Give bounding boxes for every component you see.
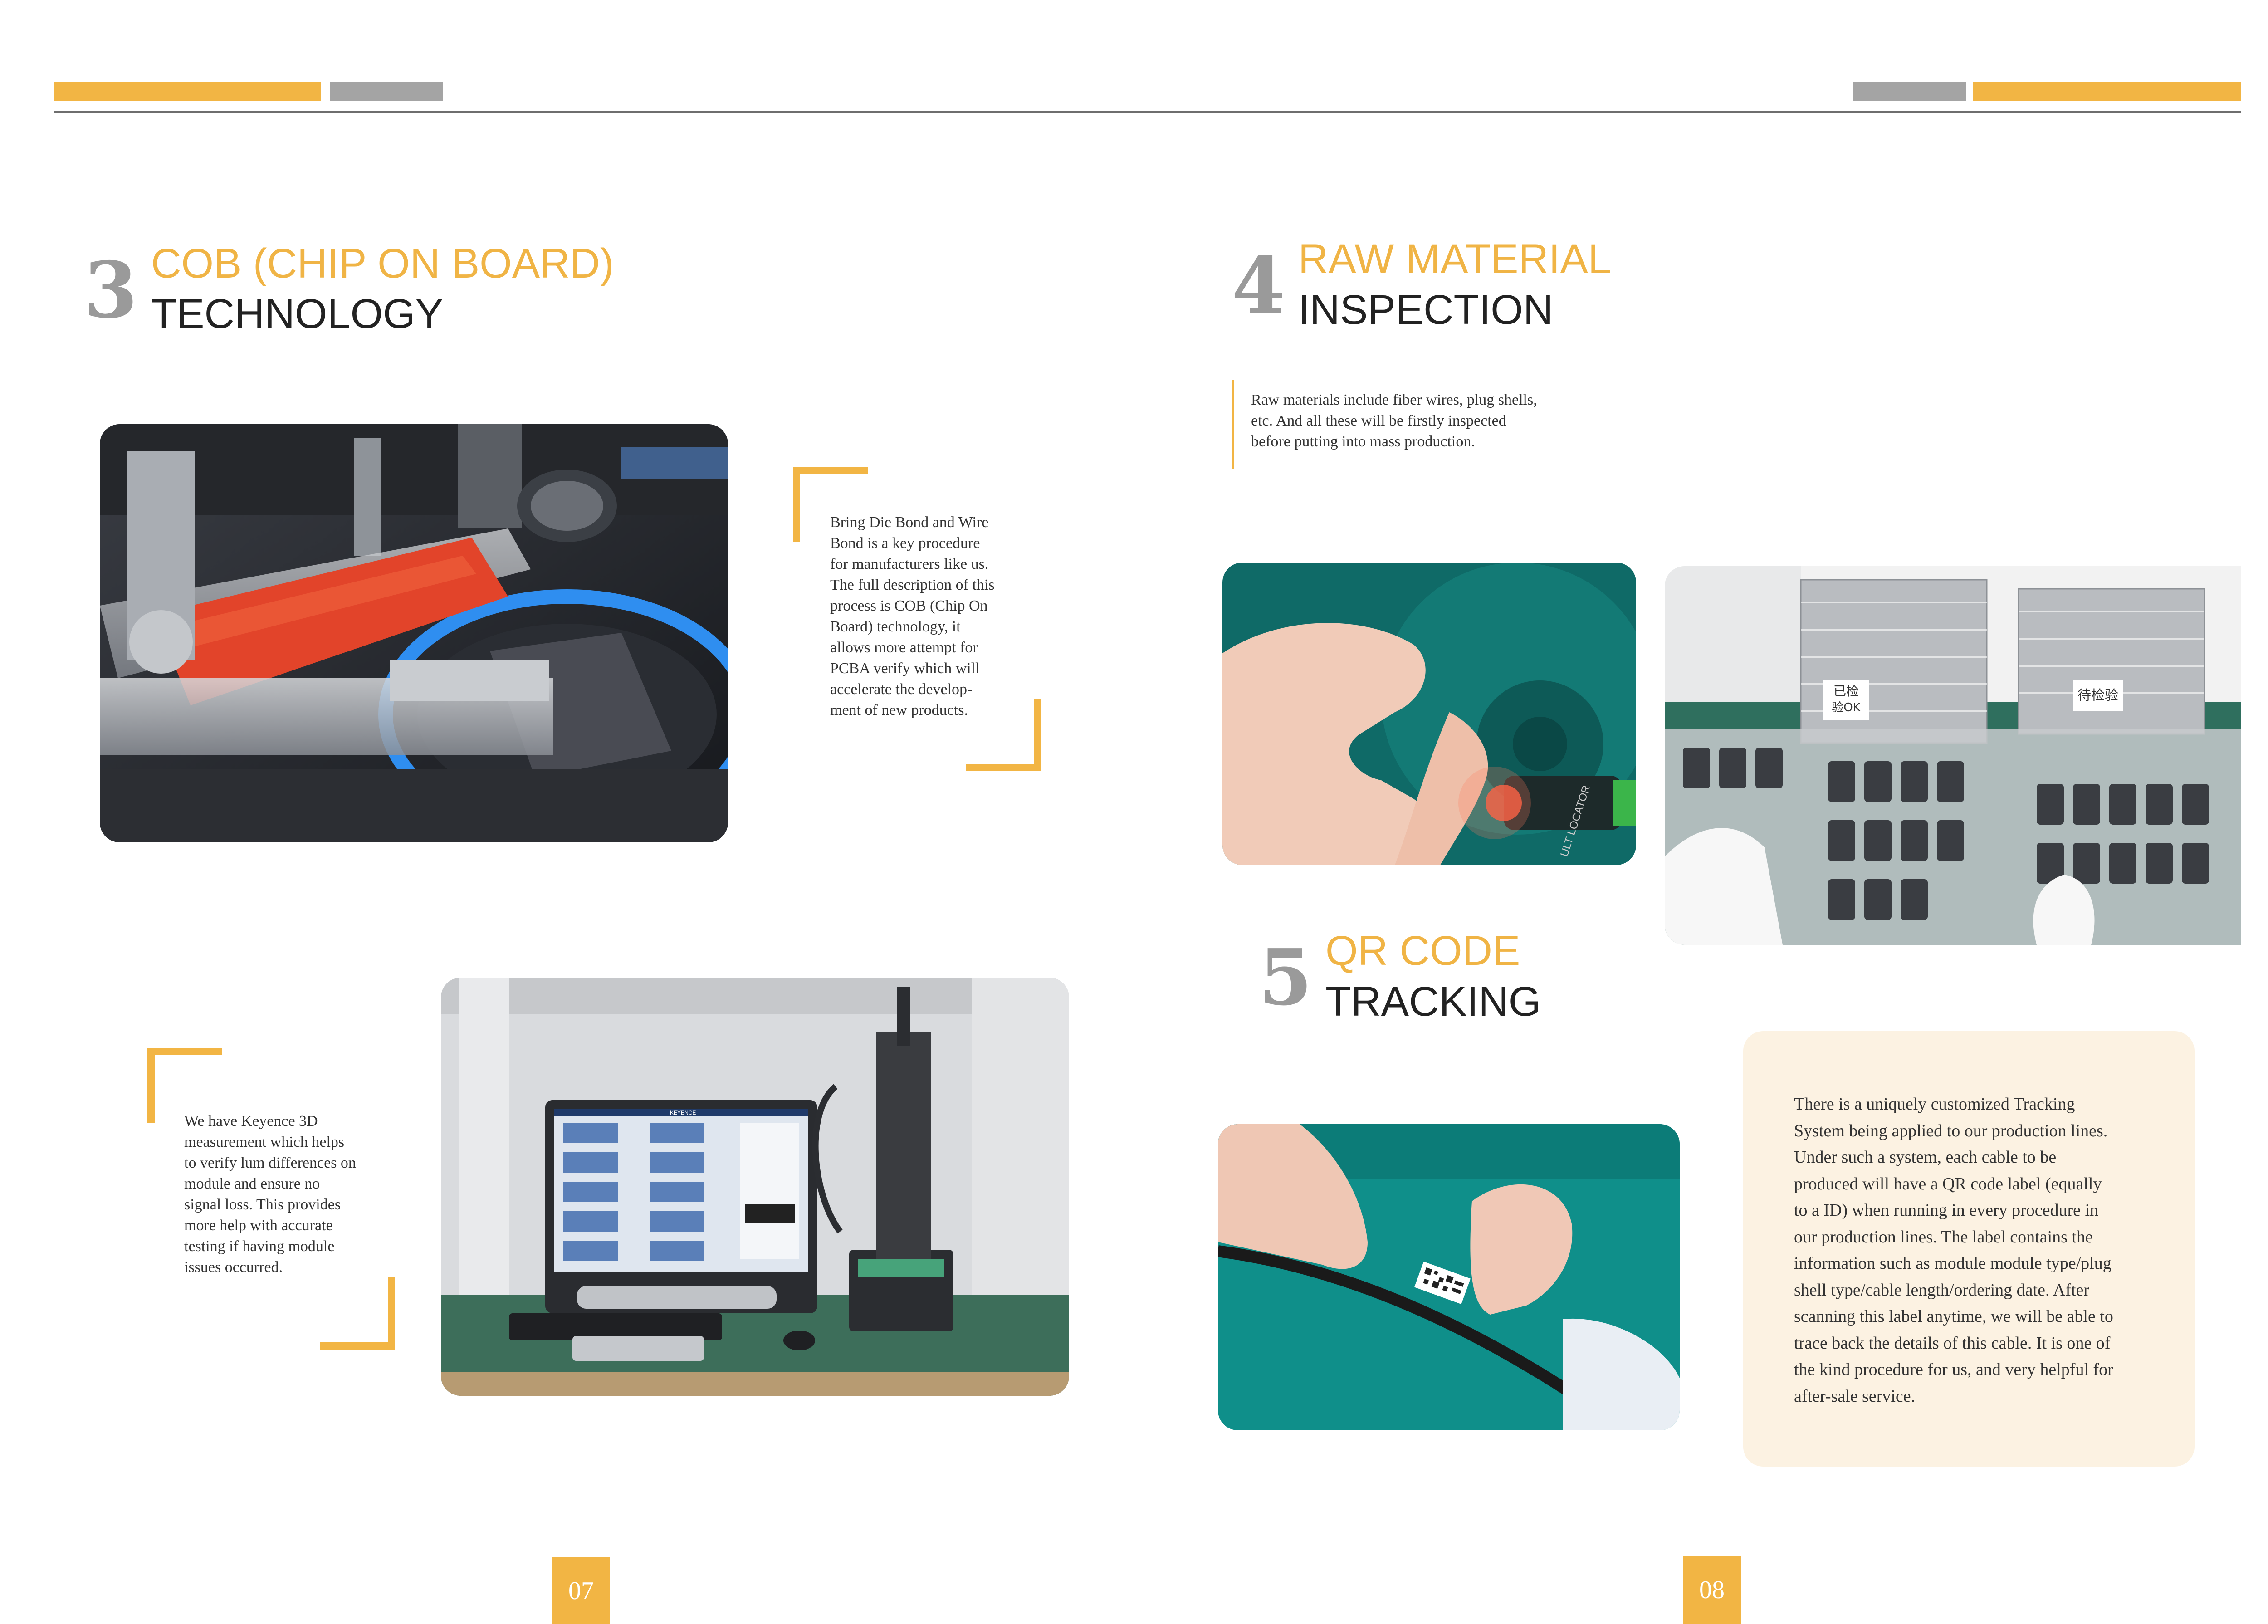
keyence-microscope-photo: KEYENCE (441, 978, 1069, 1396)
section-3-bracket-bottom-v (1034, 699, 1041, 771)
tray-label-checked: 已检 (1833, 684, 1859, 699)
qr-tracking-panel: There is a uniquely customized Tracking … (1743, 1031, 2195, 1467)
keyence-bracket-bottom-v (388, 1277, 395, 1350)
section-3-title-accent: COB (CHIP ON BOARD) (151, 240, 614, 287)
page-number-right: 08 (1683, 1556, 1741, 1624)
section-3-bracket-top-h (793, 467, 868, 474)
section-3-bracket-bottom-h (966, 764, 1041, 771)
page-number-left: 07 (552, 1557, 610, 1624)
section-4-number: 4 (1232, 240, 1286, 331)
header-bar-right-gray (1853, 82, 1966, 101)
header-rule (54, 111, 2241, 113)
keyence-bracket-top-h (147, 1048, 222, 1055)
keyence-bracket-bottom-h (320, 1342, 395, 1350)
header-bar-left-accent (54, 82, 321, 101)
keyence-text: We have Keyence 3D measurement which hel… (184, 1113, 356, 1276)
section-3-title-main: TECHNOLOGY (151, 291, 444, 337)
module-trays-photo: 已检 验OK 待检验 (1665, 566, 2241, 945)
tray-label-ok: 验OK (1832, 701, 1861, 714)
qr-tracking-text: There is a uniquely customized Tracking … (1794, 1095, 2113, 1406)
section-5-title-accent: QR CODE (1325, 928, 1520, 974)
cob-machine-photo (100, 424, 728, 842)
section-3-text: Bring Die Bond and Wire Bond is a key pr… (830, 514, 995, 719)
header-bar-right-accent (1973, 82, 2241, 101)
section-3-bracket-top-v (793, 467, 800, 542)
qr-cable-photo (1218, 1124, 1680, 1430)
header-bar-left-gray (330, 82, 443, 101)
keyence-bracket-top-v (147, 1048, 155, 1123)
section-4-text: Raw materials include fiber wires, plug … (1251, 391, 1537, 450)
tray-label-pending: 待检验 (2077, 688, 2118, 704)
section-5-title-main: TRACKING (1325, 978, 1541, 1025)
section-4-text-rule (1232, 380, 1234, 469)
section-3-number: 3 (84, 245, 138, 336)
section-4-title-accent: RAW MATERIAL (1298, 236, 1612, 282)
fault-locator-photo: ULT LOCATOR (1222, 563, 1636, 865)
section-5-number: 5 (1259, 932, 1313, 1023)
monitor-brand-text: KEYENCE (670, 1110, 696, 1116)
section-4-title-main: INSPECTION (1298, 287, 1554, 333)
